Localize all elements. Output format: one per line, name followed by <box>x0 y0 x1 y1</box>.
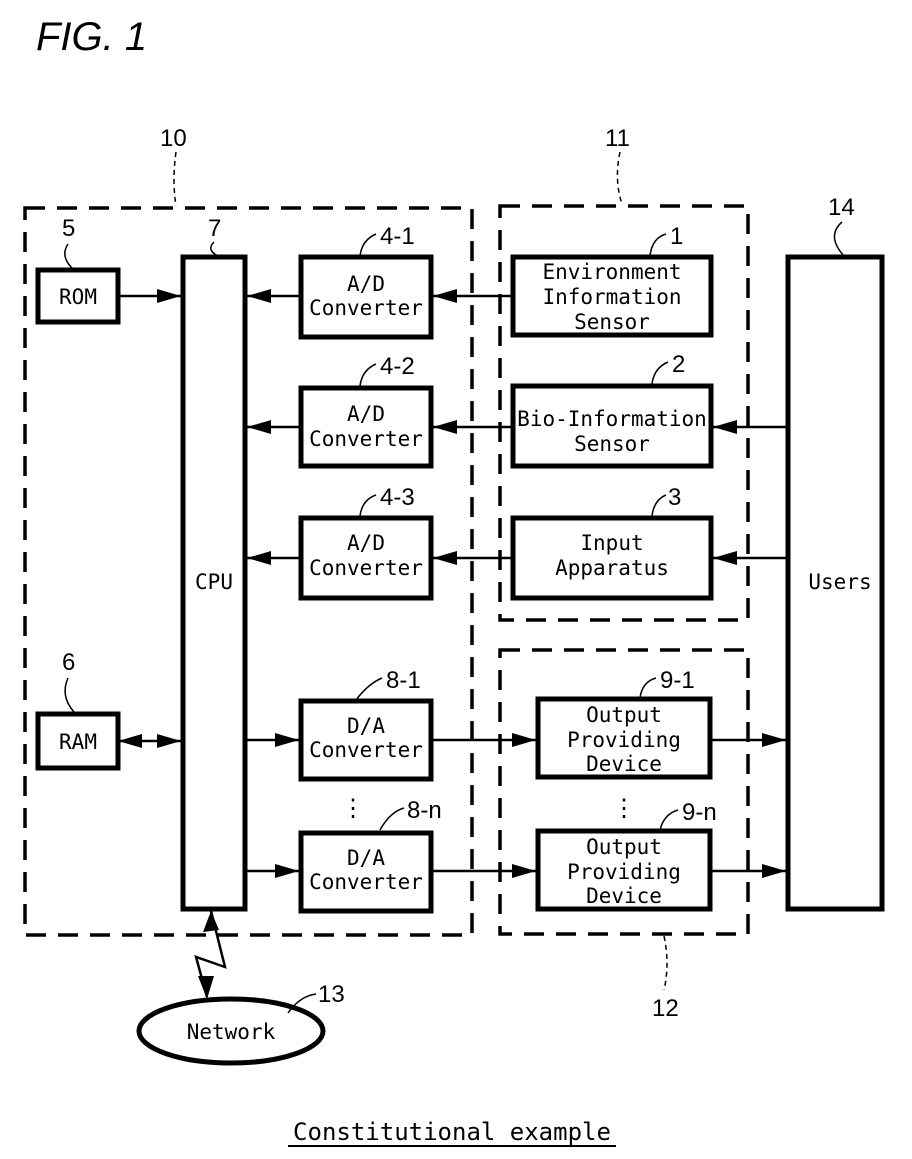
env-sensor-line2: Information <box>542 285 681 309</box>
dan-line2: Converter <box>309 870 423 894</box>
outputn-leader <box>660 810 678 830</box>
ram-leader <box>65 678 74 712</box>
group-outputs-leader <box>664 936 667 990</box>
figure-title: FIG. 1 <box>36 15 147 59</box>
group-controller-leader <box>174 152 176 206</box>
env-sensor-line3: Sensor <box>574 310 650 334</box>
outputn-line3: Device <box>586 884 662 908</box>
input-apparatus-ref: 3 <box>668 484 681 511</box>
group-outputs-ref: 12 <box>652 995 679 1022</box>
network-label: Network <box>187 1020 276 1044</box>
ad1-line2: Converter <box>309 296 423 320</box>
da-ellipsis: ⋮ <box>341 794 365 822</box>
users-ref: 14 <box>828 194 855 221</box>
group-inputs-leader <box>617 152 622 204</box>
env-sensor-line1: Environment <box>542 260 681 284</box>
group-controller-ref: 10 <box>160 125 187 152</box>
rom-ref: 5 <box>62 215 75 242</box>
da1-leader <box>356 678 382 700</box>
outputn-line2: Providing <box>567 860 681 884</box>
ad1-ref: 4-1 <box>380 223 415 250</box>
ad2-line1: A/D <box>347 402 385 426</box>
output1-ref: 9-1 <box>660 667 695 694</box>
output1-leader <box>640 678 656 698</box>
ad2-line2: Converter <box>309 427 423 451</box>
output1-line1: Output <box>586 703 662 727</box>
outputn-line1: Output <box>586 835 662 859</box>
da1-ref: 8-1 <box>386 667 421 694</box>
network-ref: 13 <box>318 981 345 1008</box>
input-apparatus: Input Apparatus 3 <box>513 484 711 598</box>
output1-line3: Device <box>586 752 662 776</box>
input-apparatus-line2: Apparatus <box>555 556 669 580</box>
cpu-label: CPU <box>195 570 233 594</box>
wireless-arrowhead-cpu <box>203 911 219 932</box>
ad-converter-2: A/D Converter 4-2 <box>301 353 431 466</box>
ad3-line2: Converter <box>309 556 423 580</box>
da1-line2: Converter <box>309 738 423 762</box>
ad-converter-3: A/D Converter 4-3 <box>301 484 431 598</box>
wireless-arrowhead-network <box>198 976 214 999</box>
dan-leader <box>380 808 404 830</box>
users-leader <box>834 222 844 256</box>
ad1-line1: A/D <box>347 272 385 296</box>
bio-information-sensor: Bio-Information Sensor 2 <box>513 351 711 466</box>
ad1-leader <box>360 234 376 256</box>
cpu-ref: 7 <box>208 215 221 242</box>
output-providing-device-1: Output Providing Device 9-1 <box>538 667 710 777</box>
input-apparatus-line1: Input <box>580 531 643 555</box>
ram-label: RAM <box>59 730 97 754</box>
cpu-leader <box>211 242 218 256</box>
ad3-leader <box>360 495 376 516</box>
ram-ref: 6 <box>62 649 75 676</box>
group-inputs-ref: 11 <box>605 125 630 152</box>
bio-sensor-ref: 2 <box>672 351 685 378</box>
rom-label: ROM <box>59 285 97 309</box>
outputn-ref: 9-n <box>682 799 717 826</box>
da-converter-n: D/A Converter 8-n <box>301 797 442 911</box>
env-sensor-leader <box>650 234 666 256</box>
output1-line2: Providing <box>567 728 681 752</box>
rom-leader <box>65 244 72 268</box>
input-apparatus-leader <box>652 495 666 516</box>
ad3-line1: A/D <box>347 531 385 555</box>
da1-line1: D/A <box>347 714 385 738</box>
users-label: Users <box>808 570 871 594</box>
bio-sensor-line1: Bio-Information <box>517 407 707 431</box>
da-converter-1: D/A Converter 8-1 <box>301 667 431 779</box>
output-ellipsis: ⋮ <box>612 794 636 822</box>
environment-information-sensor: Environment Information Sensor 1 <box>513 223 711 335</box>
ad3-ref: 4-3 <box>380 484 415 511</box>
ad2-leader <box>360 364 376 386</box>
figure-caption: Constitutional example <box>293 1118 611 1146</box>
dan-ref: 8-n <box>407 797 442 824</box>
ad-converter-1: A/D Converter 4-1 <box>301 223 431 337</box>
dan-line1: D/A <box>347 846 385 870</box>
bio-sensor-leader <box>652 362 668 384</box>
env-sensor-ref: 1 <box>670 223 683 250</box>
ad2-ref: 4-2 <box>380 353 415 380</box>
bio-sensor-line2: Sensor <box>574 432 650 456</box>
